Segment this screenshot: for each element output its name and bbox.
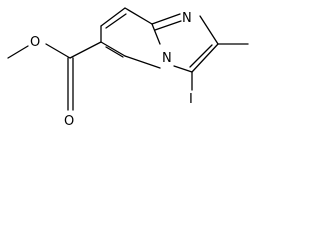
methoxy-methyl-bond [7,45,29,59]
ring-bond-c2-c3 [191,43,219,73]
ring-bond-c8a-n [151,23,161,45]
ring-bond-n1-c2 [199,15,219,45]
imidazole-nitrogen-label: N [182,11,192,26]
chemical-structure: O O N N I [7,7,249,129]
ring-bond-c3-n [173,65,193,73]
ring-double-c8a-n1 [154,20,182,31]
ring-bond-c6-c5 [100,41,126,57]
bridgehead-nitrogen-label: N [162,51,172,66]
ring-double-c7-c8 [105,13,127,29]
ring-bond-c5-n [124,55,161,69]
ester-o-c-bond [45,43,71,59]
iodine-label: I [189,92,193,107]
ring-double-c6-c5 [105,46,124,58]
carbonyl-oxygen-label: O [64,114,74,129]
ring-bond-c8-c8a [124,7,153,25]
ester-oxygen-label: O [30,35,40,50]
ring-bond-c8a-n1 [151,13,181,25]
ring-bond-c7-c8 [100,7,126,27]
carbonyl-ring-bond [69,41,102,59]
ring-double-c2-c3 [189,44,213,68]
